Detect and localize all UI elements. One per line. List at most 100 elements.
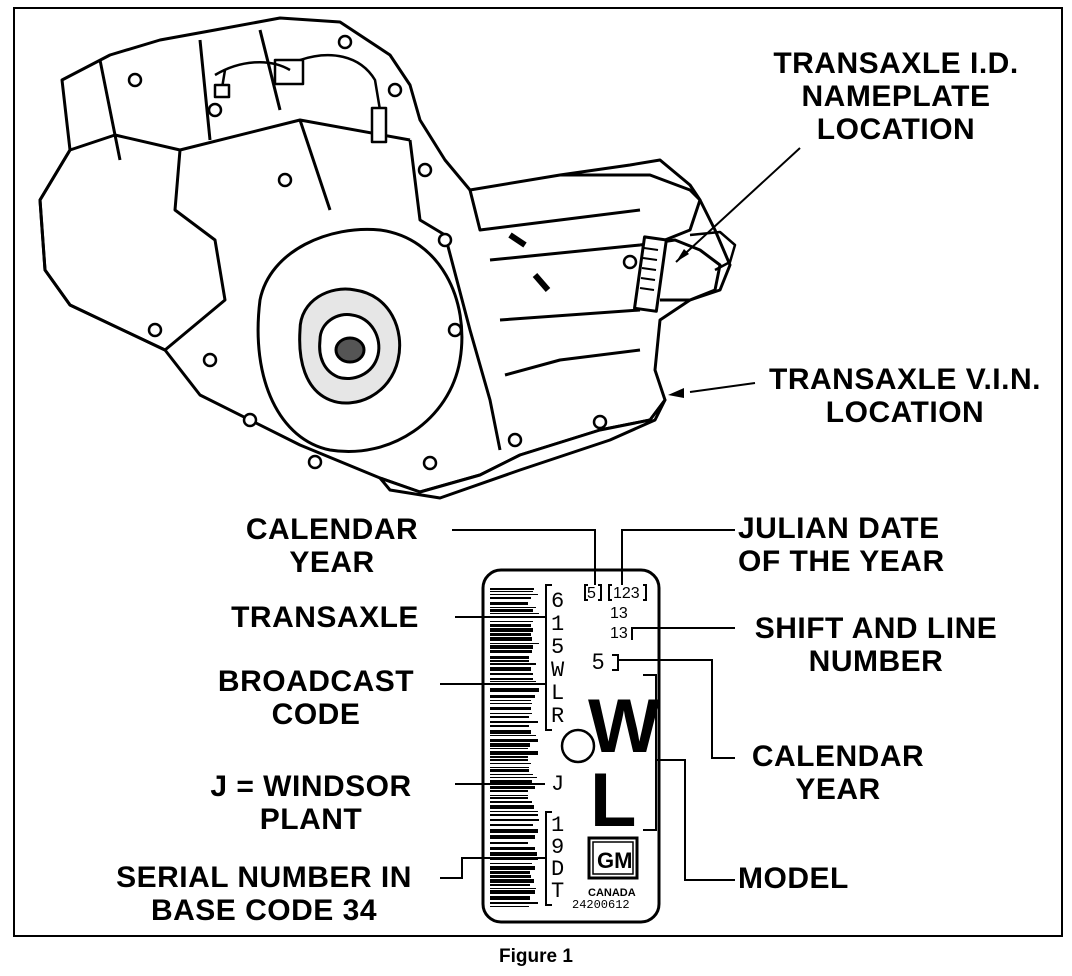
barcode-stripe xyxy=(490,888,536,889)
label-id-nameplate: TRANSAXLE I.D. NAMEPLATE LOCATION xyxy=(773,47,1019,146)
barcode-stripe xyxy=(490,906,529,907)
plate-left-char: W xyxy=(551,658,565,683)
barcode-stripe xyxy=(490,725,529,727)
barcode-stripe xyxy=(490,700,531,701)
plate-left-char: R xyxy=(551,704,564,729)
barcode-stripe xyxy=(490,703,532,704)
barcode-stripe xyxy=(490,591,533,592)
barcode-stripe xyxy=(490,875,531,878)
barcode-stripe xyxy=(490,656,529,659)
barcode-stripe xyxy=(490,643,539,644)
barcode-stripe xyxy=(490,660,529,662)
plate-left-char: 6 xyxy=(551,589,564,614)
gm-logo xyxy=(587,836,639,880)
barcode-stripe xyxy=(490,801,532,803)
barcode-stripe xyxy=(490,624,531,627)
barcode-stripe xyxy=(490,824,533,826)
barcode-stripe xyxy=(490,609,533,612)
label-julian-date: JULIAN DATE OF THE YEAR xyxy=(738,512,945,578)
barcode-stripe xyxy=(490,688,539,692)
barcode-stripe xyxy=(490,852,537,856)
barcode-stripe xyxy=(490,786,535,789)
barcode-stripe xyxy=(490,847,535,850)
transaxle-illustration xyxy=(38,16,737,500)
barcode-stripe xyxy=(490,607,536,608)
barcode-stripe xyxy=(490,759,528,761)
barcode-stripe xyxy=(490,681,536,682)
barcode-stripe xyxy=(490,588,534,590)
barcode-stripe xyxy=(490,735,536,736)
barcode-stripe xyxy=(490,795,528,796)
callout-lines-top xyxy=(675,147,801,393)
barcode-stripe xyxy=(490,829,538,833)
barcode-stripe xyxy=(490,695,535,698)
plate-left-char: L xyxy=(551,681,564,706)
plate-brackets xyxy=(545,584,657,906)
plate-model-bottom: L xyxy=(590,758,636,843)
barcode-stripe xyxy=(490,767,529,768)
callout-lines-plate xyxy=(440,529,735,881)
plate-left-char: 5 xyxy=(551,635,564,660)
barcode-stripe xyxy=(490,663,536,665)
barcode-stripe xyxy=(490,805,534,809)
barcode-stripe xyxy=(490,896,530,900)
barcode-stripe xyxy=(490,890,535,894)
barcode-stripe xyxy=(490,819,539,821)
plate-country: CANADA xyxy=(588,887,636,899)
label-model: MODEL xyxy=(738,862,849,895)
barcode-stripe xyxy=(490,863,532,864)
plate-julian: 123 xyxy=(613,585,640,602)
plate-left-char: T xyxy=(551,879,564,904)
barcode-stripe xyxy=(490,774,533,775)
barcode-stripe xyxy=(490,628,533,632)
plate-model-top: W xyxy=(588,684,660,769)
barcode-stripe xyxy=(490,667,531,671)
plate-calendar-digit: 5 xyxy=(592,649,604,674)
barcode-stripe xyxy=(490,884,530,886)
plate-shift-1: 13 xyxy=(610,605,628,622)
barcode-stripe xyxy=(490,756,528,758)
barcode-stripe xyxy=(490,594,538,595)
barcode-stripe xyxy=(490,879,534,883)
barcode-stripe xyxy=(490,721,538,723)
plate-part-number: 24200612 xyxy=(572,898,630,912)
plate-shift-2: 13 xyxy=(610,625,628,642)
plate-left-char: D xyxy=(551,857,564,882)
figure-frame xyxy=(13,7,1063,937)
barcode-stripe xyxy=(490,713,532,714)
barcode-stripe xyxy=(490,716,529,718)
plate-left-char: 1 xyxy=(551,612,564,637)
barcode-stripe xyxy=(490,621,533,622)
barcode-stripe xyxy=(490,673,533,675)
barcode-stripe xyxy=(490,748,528,749)
figure-caption: Figure 1 xyxy=(499,946,573,967)
arrow-vin xyxy=(668,388,684,398)
barcode-stripe xyxy=(490,645,533,649)
label-shift-line: SHIFT AND LINE NUMBER xyxy=(754,612,998,678)
barcode-stripe xyxy=(490,790,528,792)
barcode-stripe xyxy=(490,797,528,799)
barcode-stripe xyxy=(490,613,539,614)
barcode-stripe xyxy=(490,811,538,812)
barcode-stripe xyxy=(490,743,530,747)
barcode-stripe xyxy=(490,751,538,755)
barcode-stripe xyxy=(490,835,535,839)
barcode-stripe xyxy=(490,763,531,764)
label-vin-location: TRANSAXLE V.I.N. LOCATION xyxy=(769,363,1041,429)
barcode-stripe xyxy=(490,633,531,636)
label-transaxle: TRANSAXLE xyxy=(231,601,419,634)
barcode-stripe xyxy=(490,871,530,874)
label-calendar-year-right: CALENDAR YEAR xyxy=(751,740,925,806)
plate-hole xyxy=(560,728,596,764)
barcode-stripe xyxy=(490,739,538,742)
barcode-stripe xyxy=(490,866,535,870)
label-calendar-year-top: CALENDAR YEAR xyxy=(245,513,419,579)
barcode-stripe xyxy=(490,842,528,844)
barcode-stripe xyxy=(490,902,538,904)
barcode-stripe xyxy=(490,769,529,772)
barcode-stripe xyxy=(490,780,532,783)
plate-logo-text: GM xyxy=(597,848,632,873)
